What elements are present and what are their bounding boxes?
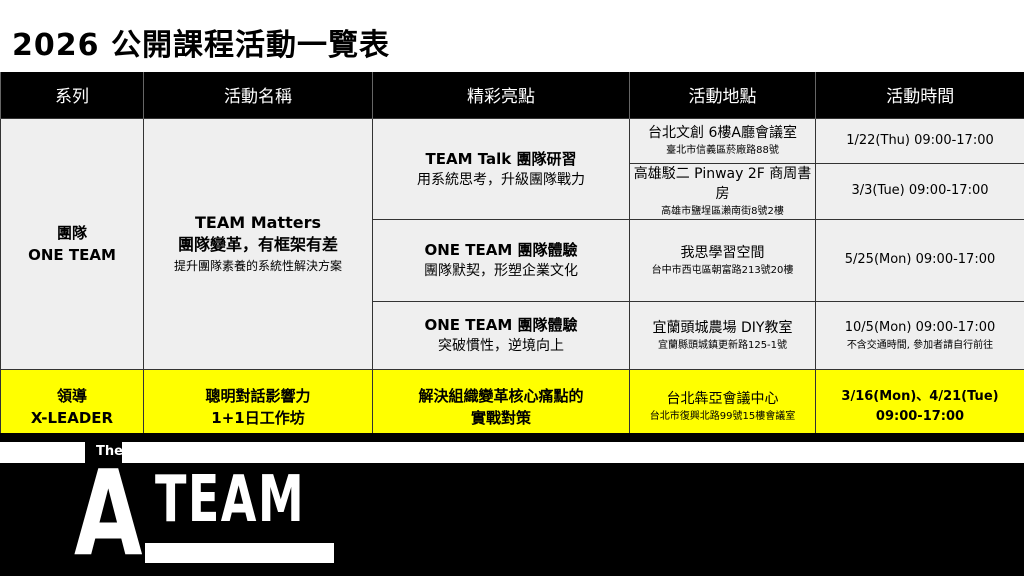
highlight-title: ONE TEAM 團隊體驗 xyxy=(373,239,629,261)
header-name: 活動名稱 xyxy=(144,72,373,118)
place: 我思學習空間 xyxy=(630,243,815,263)
white-stripe xyxy=(122,442,1024,463)
series-label-en: ONE TEAM xyxy=(1,244,143,266)
header-row: 系列 活動名稱 精彩亮點 活動地點 活動時間 xyxy=(1,72,1024,118)
highlight-title: ONE TEAM 團隊體驗 xyxy=(373,314,629,336)
time-cell: 3/3(Tue) 09:00-17:00 xyxy=(816,163,1024,219)
highlight-cell: ONE TEAM 團隊體驗突破慣性，逆境向上 xyxy=(373,301,630,369)
time: 3/3(Tue) 09:00-17:00 xyxy=(816,181,1024,201)
series-label: 團隊 xyxy=(1,222,143,244)
location-cell: 台北文創 6樓A廳會議室臺北市信義區菸廠路88號 xyxy=(630,118,816,163)
highlight-cell: ONE TEAM 團隊體驗團隊默契，形塑企業文化 xyxy=(373,219,630,301)
place: 宜蘭頭城農場 DIY教室 xyxy=(630,318,815,338)
course-name: 聰明對話影響力 xyxy=(144,385,372,407)
address: 臺北市信義區菸廠路88號 xyxy=(630,143,815,158)
address: 高雄市鹽埕區瀨南街8號2樓 xyxy=(630,204,815,219)
time-hours: 09:00-17:00 xyxy=(816,407,1024,427)
logo-underline xyxy=(145,543,334,563)
series-label-en: X-LEADER xyxy=(1,407,143,429)
place: 台北犇亞會議中心 xyxy=(630,389,815,409)
course-tagline: 1+1日工作坊 xyxy=(144,407,372,429)
location-cell: 宜蘭頭城農場 DIY教室宜蘭縣頭城鎮更新路125-1號 xyxy=(630,301,816,369)
location-cell: 我思學習空間台中市西屯區朝富路213號20樓 xyxy=(630,219,816,301)
white-stripe xyxy=(0,442,85,463)
time: 3/16(Mon)、4/21(Tue) xyxy=(816,387,1024,407)
page-title: 2026 公開課程活動一覽表 xyxy=(12,20,390,64)
location-cell: 高雄駁二 Pinway 2F 商周書房高雄市鹽埕區瀨南街8號2樓 xyxy=(630,163,816,219)
highlight-title: 解決組織變革核心痛點的 xyxy=(373,385,629,407)
header-series: 系列 xyxy=(1,72,144,118)
time-cell: 5/25(Mon) 09:00-17:00 xyxy=(816,219,1024,301)
address: 台中市西屯區朝富路213號20樓 xyxy=(630,263,815,278)
header-location: 活動地點 xyxy=(630,72,816,118)
highlight-desc: 突破慣性，逆境向上 xyxy=(373,336,629,356)
series-label: 領導 xyxy=(1,385,143,407)
header-time: 活動時間 xyxy=(816,72,1024,118)
time-note: 不含交通時間, 參加者請自行前往 xyxy=(816,338,1024,353)
course-desc: 提升團隊素養的系統性解決方案 xyxy=(144,256,372,276)
place: 高雄駁二 Pinway 2F 商周書房 xyxy=(630,164,815,204)
highlight-desc: 團隊默契，形塑企業文化 xyxy=(373,261,629,281)
highlight-cell: TEAM Talk 團隊研習用系統思考，升級團隊戰力 xyxy=(373,118,630,219)
address: 宜蘭縣頭城鎮更新路125-1號 xyxy=(630,338,815,353)
address: 台北市復興北路99號15樓會議室 xyxy=(630,409,815,424)
course-name: TEAM Matters xyxy=(144,212,372,234)
time: 1/22(Thu) 09:00-17:00 xyxy=(816,131,1024,151)
place: 台北文創 6樓A廳會議室 xyxy=(630,123,815,143)
time: 5/25(Mon) 09:00-17:00 xyxy=(816,250,1024,270)
highlight-desc: 用系統思考，升級團隊戰力 xyxy=(373,170,629,190)
course-tagline: 團隊變革，有框架有差 xyxy=(144,234,372,256)
time-cell: 1/22(Thu) 09:00-17:00 xyxy=(816,118,1024,163)
header-highlight: 精彩亮點 xyxy=(373,72,630,118)
logo-team: TEAM xyxy=(155,470,305,530)
time: 10/5(Mon) 09:00-17:00 xyxy=(816,318,1024,338)
highlight-title: TEAM Talk 團隊研習 xyxy=(373,148,629,170)
highlight-desc: 實戰對策 xyxy=(373,407,629,429)
logo-a: A xyxy=(74,458,142,568)
